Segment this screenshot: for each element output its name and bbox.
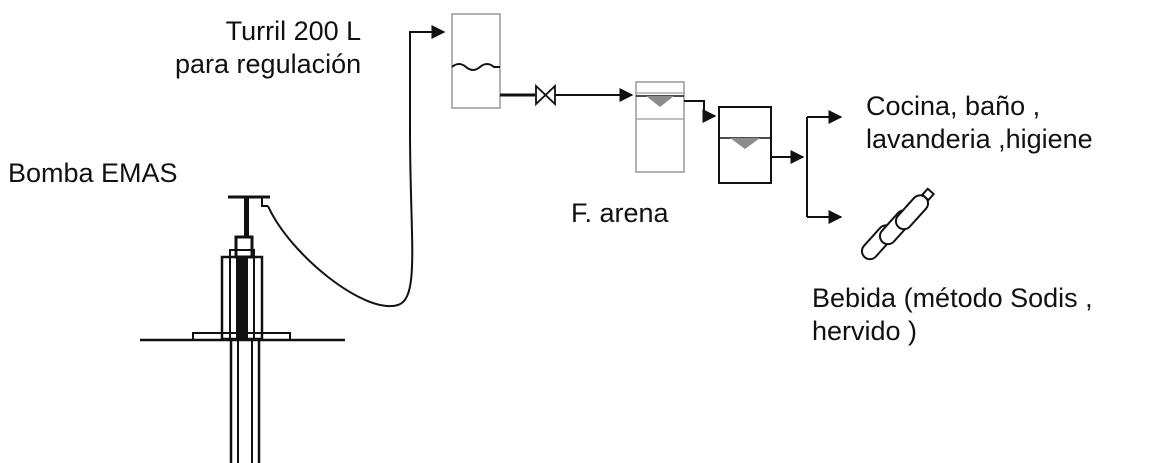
emas-pump <box>192 195 291 463</box>
sand-filter-label: F. arena <box>571 198 669 228</box>
pump-label: Bomba EMAS <box>8 158 178 188</box>
filter-outlet-pipe <box>684 100 717 123</box>
uses-label-line1: Cocina, baño , <box>866 91 1041 121</box>
valve-icon <box>535 83 556 107</box>
hose-pipe <box>267 25 446 308</box>
regulation-tank <box>451 13 501 109</box>
drinking-label-line1: Bebida (método Sodis , <box>812 283 1093 313</box>
drinking-water-label: Bebida (método Sodis , hervido ) <box>812 282 1093 348</box>
drinking-label-line2: hervido ) <box>812 316 918 346</box>
uses-label-line2: lavanderia ,higiene <box>866 124 1093 154</box>
tank-label: Turril 200 L para regulación <box>175 15 361 81</box>
tank-label-line2: para regulación <box>175 49 362 79</box>
household-uses-label: Cocina, baño , lavanderia ,higiene <box>866 90 1093 156</box>
storage-tank <box>718 106 772 184</box>
sand-filter <box>635 81 685 173</box>
bottle-icon <box>860 187 936 261</box>
tank-label-line1: Turril 200 L <box>225 16 362 46</box>
